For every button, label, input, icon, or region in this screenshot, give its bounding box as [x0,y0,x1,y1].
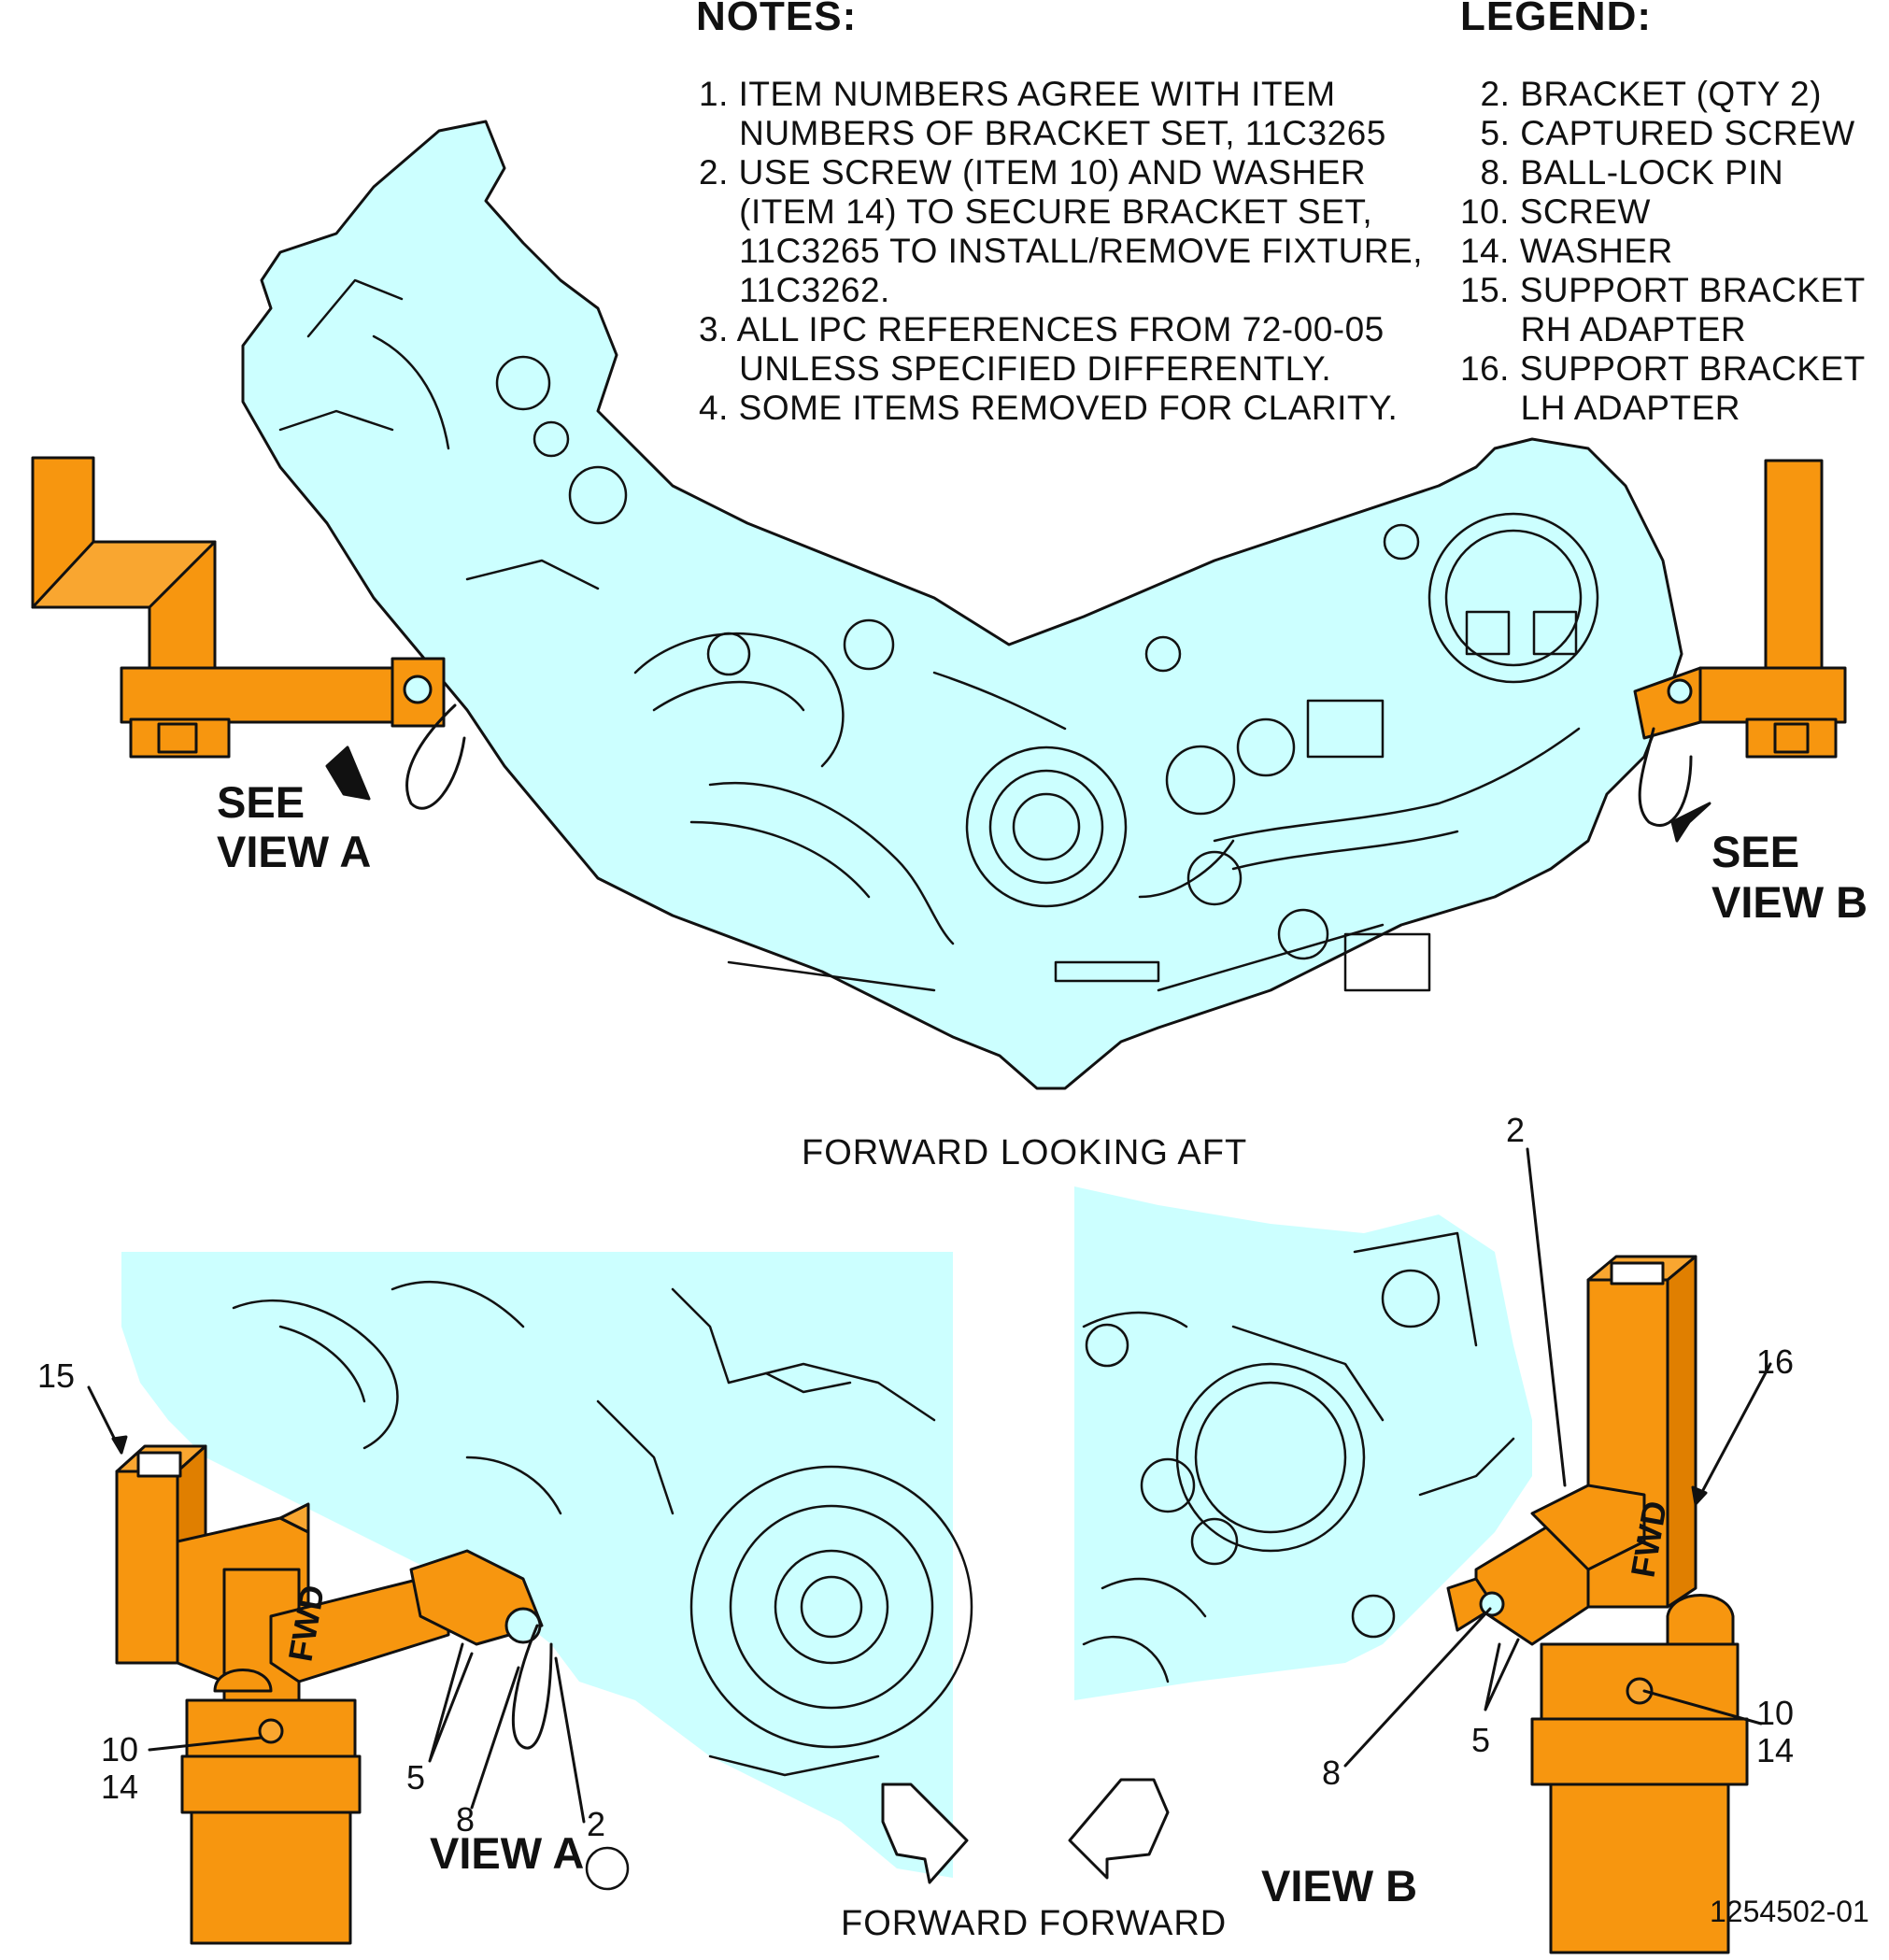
legend-line: 8. BALL-LOCK PIN [1460,153,1784,192]
item-label-5: 5 [406,1758,426,1797]
leader-a-2 [554,1656,586,1824]
view-b-engine-fill [1074,1186,1532,1700]
leader-a-10 [148,1736,263,1752]
main-right-support-bracket [1633,459,1847,759]
engine-body [241,120,1683,1090]
see-view-b-label: SEE [1711,827,1800,876]
main-view-caption: FORWARD LOOKING AFT [802,1133,1248,1172]
main-right-lanyard [1638,727,1693,827]
view-b-title: VIEW B [1261,1861,1418,1910]
note-line: 2. USE SCREW (ITEM 10) AND WASHER [699,153,1367,192]
legend-line: 10. SCREW [1460,192,1651,231]
forward-right-label: FORWARD [1039,1904,1228,1943]
legend-line: RH ADAPTER [1460,310,1747,348]
view-a-detail [87,1252,973,1945]
see-view-a-label: SEE [217,777,305,827]
main-left-lanyard [405,703,466,810]
note-line: UNLESS SPECIFIED DIFFERENTLY. [699,349,1332,388]
item-label-8: 8 [1322,1754,1342,1792]
leader-b-10 [1642,1689,1763,1726]
legend-line: 2. BRACKET (QTY 2) [1460,75,1822,113]
engine-details [278,278,1599,992]
leader-b-16 [1694,1362,1772,1506]
item-label-15: 15 [37,1356,76,1395]
legend-heading: LEGEND: [1460,0,1652,39]
item-label-10: 10 [101,1730,139,1768]
note-line: 3. ALL IPC REFERENCES FROM 72-00-05 [699,310,1385,348]
leader-b-8 [1343,1607,1492,1768]
note-line: (ITEM 14) TO SECURE BRACKET SET, [699,192,1373,231]
note-line: 4. SOME ITEMS REMOVED FOR CLARITY. [699,389,1399,427]
legend-line: 15. SUPPORT BRACKET [1460,271,1866,309]
view-b-pointer-icon [1670,802,1711,843]
view-b-bracket-16 [1446,1255,1749,1954]
main-left-support-bracket [31,456,446,759]
note-line: 1. ITEM NUMBERS AGREE WITH ITEM [699,75,1336,113]
item-label-2: 2 [1506,1111,1526,1149]
view-a-bracket-15 [115,1444,544,1945]
leader-b-2 [1526,1147,1567,1487]
see-view-a-label: VIEW A [217,827,372,876]
forward-left-label: FORWARD [841,1904,1030,1943]
leader-b-5 [1484,1638,1520,1711]
view-a-lanyard [511,1624,553,1750]
legend-line: 14. WASHER [1460,232,1673,270]
item-label-14: 14 [101,1768,139,1806]
forward-arrow-right-icon [1068,1778,1170,1880]
legend-line: 5. CAPTURED SCREW [1460,114,1855,152]
item-label-2: 2 [587,1805,606,1843]
item-label-10: 10 [1756,1694,1795,1732]
note-line: 11C3262. [699,271,890,309]
item-label-5: 5 [1471,1721,1491,1759]
legend-line: LH ADAPTER [1460,389,1740,427]
leader-b-16-arrow [1691,1485,1708,1506]
see-view-b-label: VIEW B [1711,877,1868,927]
legend-line: 16. SUPPORT BRACKET [1460,349,1866,388]
item-label-8: 8 [456,1800,476,1839]
item-label-16: 16 [1756,1342,1795,1381]
leader-a-8 [470,1666,520,1810]
item-label-14: 14 [1756,1731,1795,1769]
drawing-number: 1254502-01 [1710,1895,1869,1928]
note-line: NUMBERS OF BRACKET SET, 11C3265 [699,114,1386,152]
view-a-title: VIEW A [430,1828,585,1878]
leader-a-5 [428,1642,474,1763]
view-a-engine-fill [121,1252,953,1878]
note-line: 11C3265 TO INSTALL/REMOVE FIXTURE, [699,232,1424,270]
view-a-pointer-icon [325,746,371,801]
forward-arrow-left-icon [881,1782,969,1884]
main-engine-view [241,120,1683,1090]
view-b-detail [1074,1147,1772,1954]
notes-heading: NOTES: [696,0,858,39]
leader-a-15-arrow [111,1435,128,1455]
